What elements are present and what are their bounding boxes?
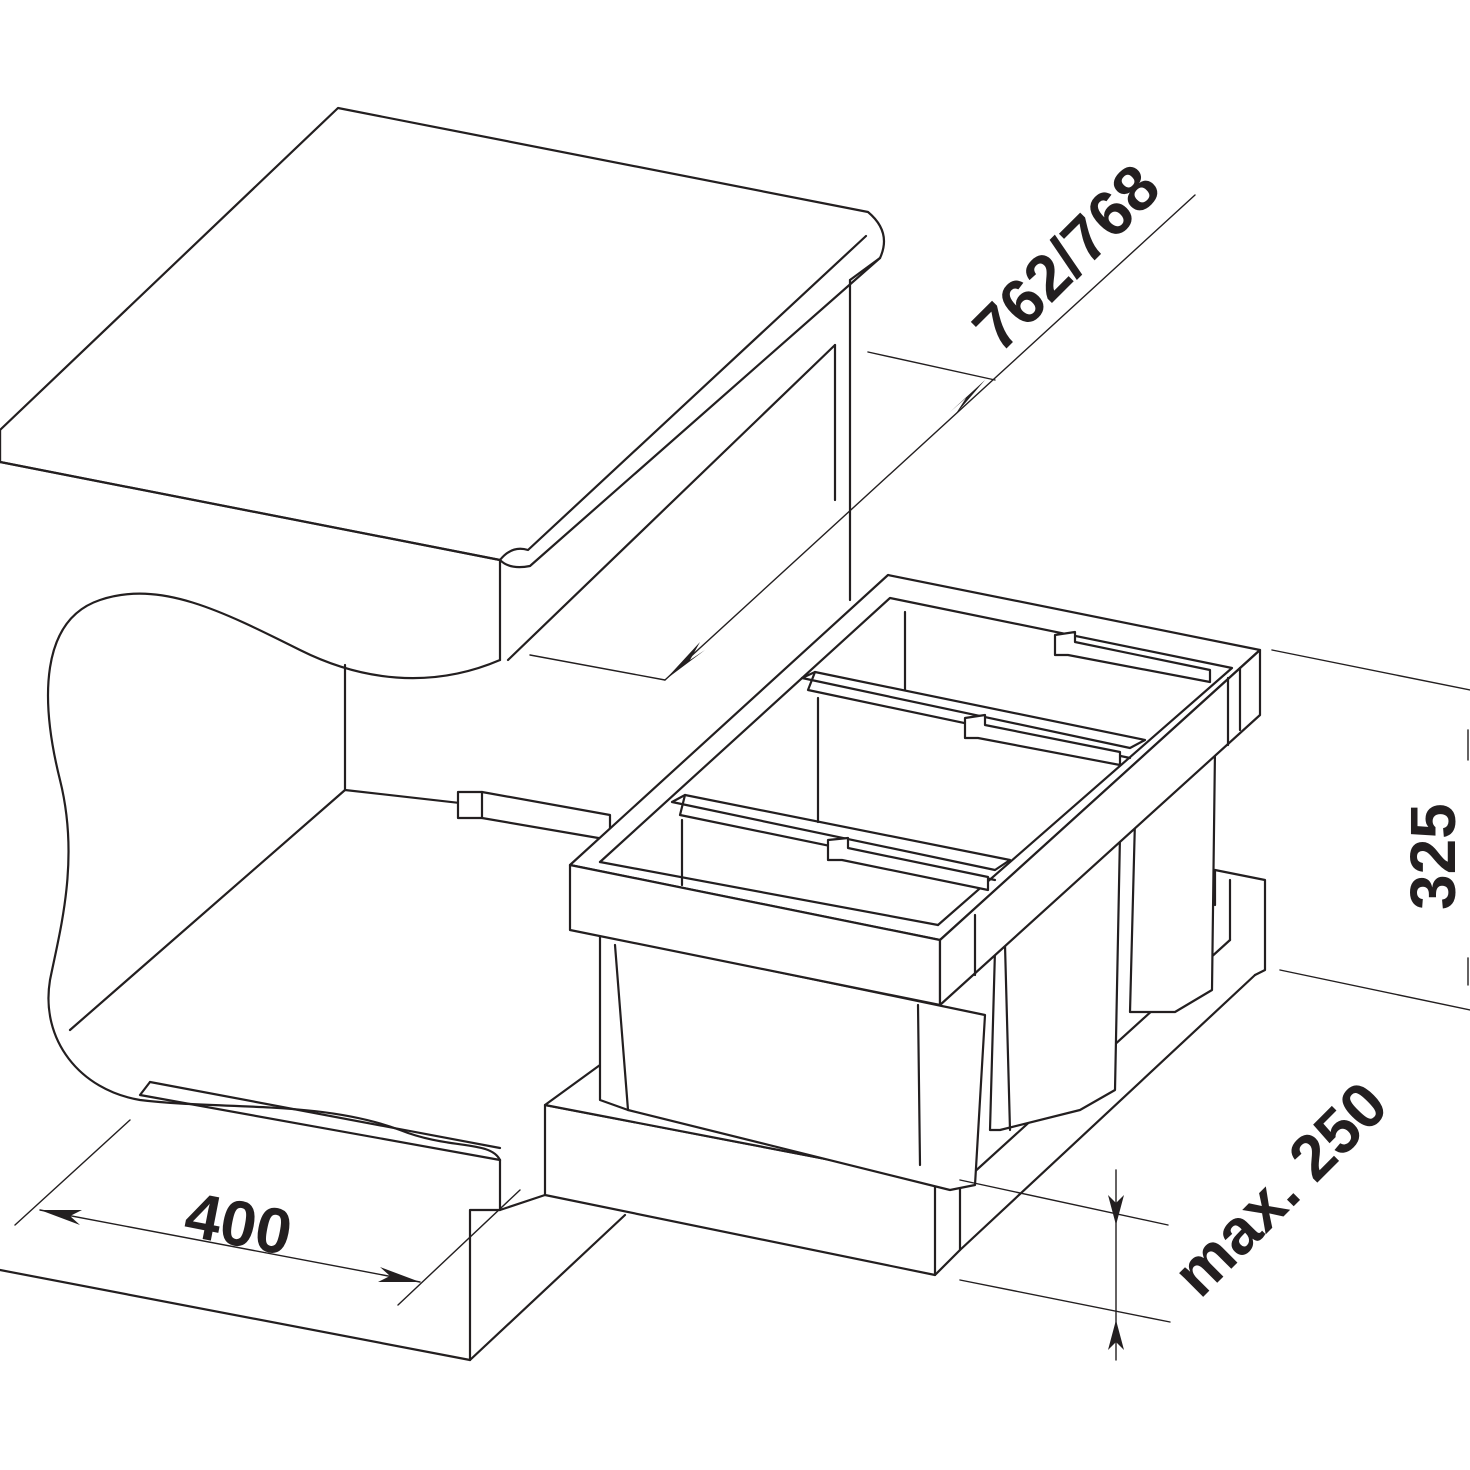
dimension-width: 400 — [14, 1119, 521, 1306]
bin-frame — [568, 573, 1262, 1007]
width-label: 400 — [179, 1178, 298, 1269]
bins — [598, 748, 1217, 1192]
countertop — [0, 106, 886, 569]
cabinet-body — [0, 278, 852, 1362]
depth-label: 762/768 — [959, 150, 1173, 364]
height-label: 325 — [1397, 803, 1469, 910]
offset-label: max. 250 — [1159, 1068, 1401, 1310]
dimension-height: 325 — [1271, 649, 1470, 1011]
